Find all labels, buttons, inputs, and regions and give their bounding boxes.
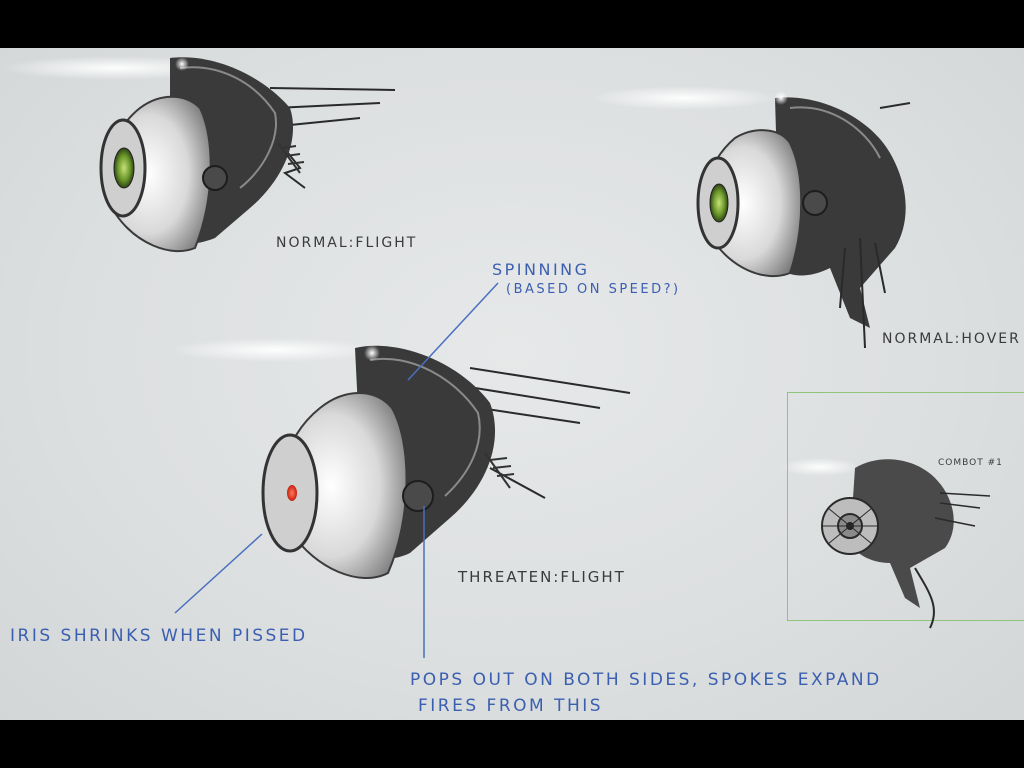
- drone-normal-flight: [99, 57, 396, 253]
- callout-line-iris: [174, 533, 263, 614]
- label-spinning: SPINNING: [492, 260, 590, 279]
- label-fires-note: FIRES FROM THIS: [418, 696, 604, 716]
- label-spinning-note: (BASED ON SPEED?): [506, 282, 681, 297]
- label-normal-hover: NORMAL:HOVER: [882, 331, 1021, 347]
- motion-streak: [170, 338, 380, 362]
- drone-threaten-flight: [261, 345, 631, 579]
- drone-combot: [821, 459, 991, 629]
- drone-normal-hover: [696, 91, 911, 349]
- label-combot: COMBOT #1: [938, 458, 1003, 468]
- label-iris-note: IRIS SHRINKS WHEN PISSED: [10, 626, 308, 646]
- label-normal-flight: NORMAL:FLIGHT: [276, 235, 418, 251]
- combot-inset-frame: [787, 392, 1024, 621]
- label-pops-out-note: POPS OUT ON BOTH SIDES, SPOKES EXPAND: [410, 670, 882, 690]
- label-threaten-flight: THREATEN:FLIGHT: [458, 568, 626, 586]
- motion-streak: [780, 458, 860, 476]
- drone-sketches: [99, 57, 991, 658]
- letterbox-bottom: [0, 720, 1024, 768]
- callout-line-spinning: [407, 282, 499, 381]
- letterbox-top: [0, 0, 1024, 48]
- motion-streak: [590, 86, 780, 110]
- concept-art-sheet: NORMAL:FLIGHT NORMAL:HOVER SPINNING (BAS…: [0, 48, 1024, 720]
